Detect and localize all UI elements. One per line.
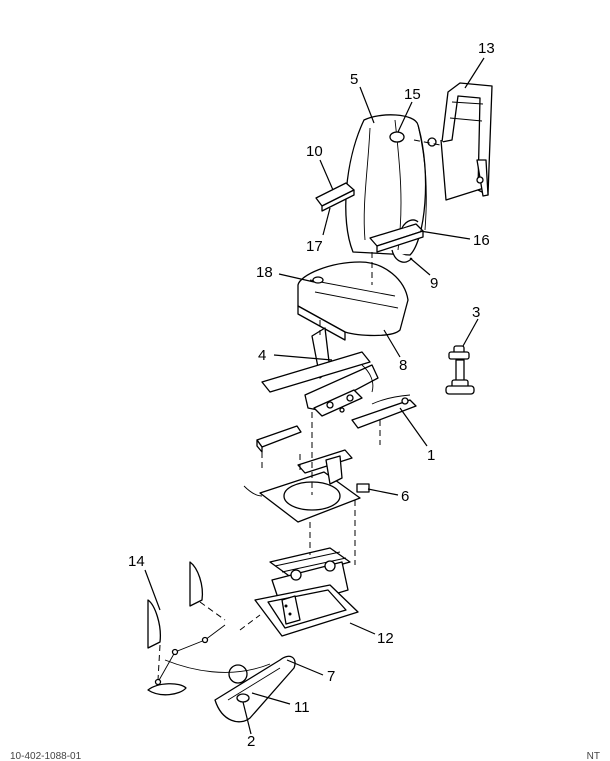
part-14-side-cover xyxy=(147,561,204,649)
callout-11: 11 xyxy=(294,699,310,716)
part-13-grab-bar xyxy=(427,82,493,201)
part-1-slide-rails xyxy=(256,394,417,453)
callout-12: 12 xyxy=(377,630,394,647)
assembly-lines xyxy=(157,139,441,681)
callout-1: 1 xyxy=(427,447,435,464)
callout-8: 8 xyxy=(399,357,407,374)
callout-10: 10 xyxy=(306,143,323,160)
part-7-control-panel xyxy=(147,624,296,723)
callout-3: 3 xyxy=(472,304,480,321)
figure-corner-label: NT xyxy=(586,751,600,761)
callout-16: 16 xyxy=(473,232,490,249)
callout-4: 4 xyxy=(258,347,266,364)
part-6-mounting-plate xyxy=(243,449,370,523)
callout-18: 18 xyxy=(256,264,273,281)
callout-17: 17 xyxy=(306,238,323,255)
leader-lines xyxy=(144,57,485,735)
callout-labels: 13 5 15 10 17 16 9 18 8 4 3 1 6 14 12 7 … xyxy=(128,40,495,750)
part-8-seat-cushion xyxy=(297,261,409,341)
part-4-seat-frame xyxy=(261,327,379,417)
part-12-suspension-base xyxy=(254,547,359,637)
callout-2: 2 xyxy=(247,733,255,750)
callout-14: 14 xyxy=(128,553,145,570)
part-10-left-armrest xyxy=(315,182,355,212)
figure-id-label: 10-402-1088-01 xyxy=(10,751,82,761)
callout-5: 5 xyxy=(350,71,358,88)
callout-7: 7 xyxy=(327,668,335,685)
part-3-shock-absorber xyxy=(445,345,475,395)
callout-15: 15 xyxy=(404,86,421,103)
callout-6: 6 xyxy=(401,488,409,505)
callout-9: 9 xyxy=(430,275,438,292)
callout-13: 13 xyxy=(478,40,495,57)
